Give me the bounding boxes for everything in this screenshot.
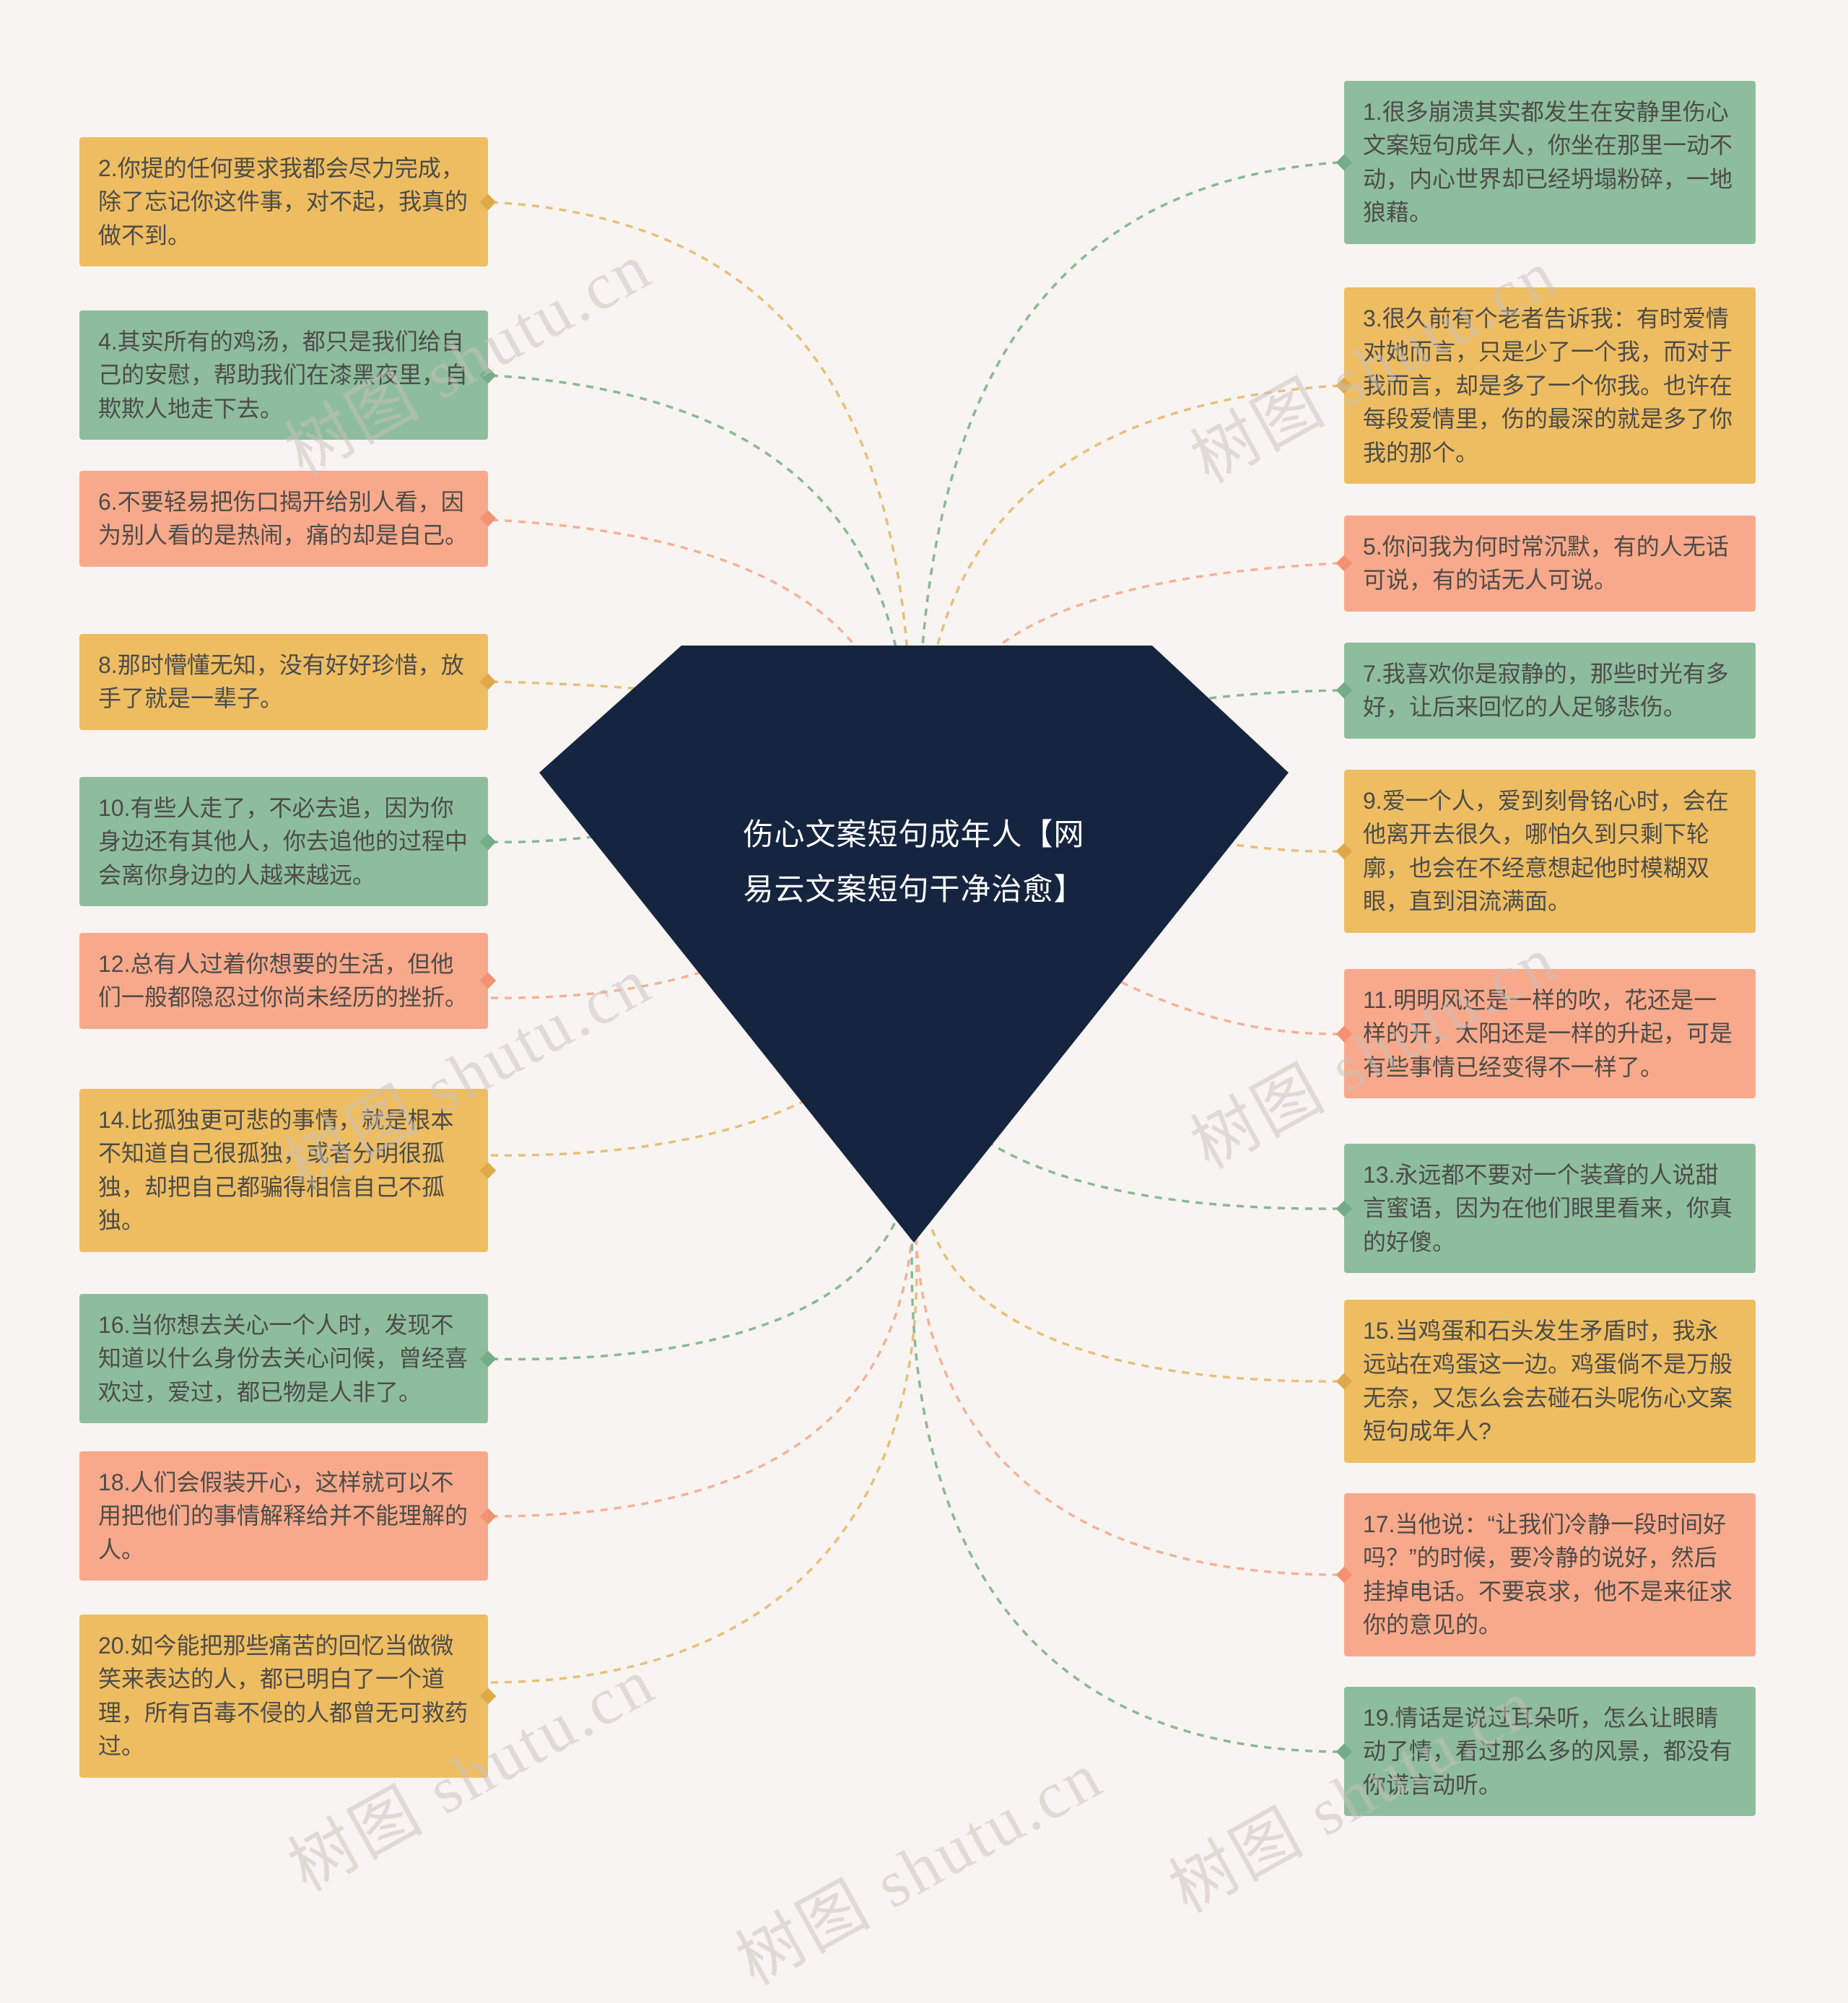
- node-5[interactable]: 5.你问我为何时常沉默，有的人无话可说，有的话无人可说。: [1335, 516, 1756, 612]
- node-text: 3.很久前有个老者告诉我：有时爱情对她而言，只是少了一个我，而对于我而言，却是多…: [1363, 305, 1733, 466]
- connector-lines-layer: [490, 161, 1341, 1753]
- node-text: 18.人们会假装开心，这样就可以不用把他们的事情解释给并不能理解的人。: [98, 1469, 468, 1563]
- node-14[interactable]: 14.比孤独更可悲的事情，就是根本不知道自己很孤独，或者分明很孤独，却把自己都骗…: [79, 1089, 497, 1252]
- node-2[interactable]: 2.你提的任何要求我都会尽力完成，除了忘记你这件事，对不起，我真的做不到。: [79, 137, 497, 267]
- node-7[interactable]: 7.我喜欢你是寂静的，那些时光有多好，让后来回忆的人足够悲伤。: [1335, 643, 1756, 739]
- node-18[interactable]: 18.人们会假装开心，这样就可以不用把他们的事情解释给并不能理解的人。: [79, 1451, 497, 1581]
- node-text: 9.爱一个人，爱到刻骨铭心时，会在他离开去很久，哪怕久到只剩下轮廓，也会在不经意…: [1363, 788, 1729, 915]
- connector-line-6: [490, 518, 904, 773]
- node-4[interactable]: 4.其实所有的鸡汤，都只是我们给自己的安慰，帮助我们在漆黑夜里，自欺欺人地走下去…: [79, 310, 497, 440]
- node-1[interactable]: 1.很多崩溃其实都发生在安静里伤心文案短句成年人，你坐在那里一动不动，内心世界却…: [1335, 81, 1756, 244]
- connector-line-15: [923, 1199, 1341, 1383]
- node-20[interactable]: 20.如今能把那些痛苦的回忆当做微笑来表达的人，都已明白了一个道理，所有百毒不侵…: [79, 1615, 497, 1778]
- connector-line-4: [490, 374, 910, 766]
- connector-line-9: [1032, 828, 1341, 853]
- node-16[interactable]: 16.当你想去关心一个人时，发现不知道以什么身份去关心问候，曾经喜欢过，爱过，都…: [79, 1294, 497, 1424]
- node-3[interactable]: 3.很久前有个老者告诉我：有时爱情对她而言，只是少了一个我，而对于我而言，却是多…: [1335, 287, 1756, 484]
- center-diamond-shape[interactable]: [539, 646, 1289, 1243]
- node-text: 15.当鸡蛋和石头发生矛盾时，我永远站在鸡蛋这一边。鸡蛋倘不是万般无奈，又怎么会…: [1363, 1318, 1733, 1445]
- connector-line-1: [917, 161, 1341, 766]
- mindmap-canvas: 伤心文案短句成年人【网易云文案短句干净治愈】 2.你提的任何要求我都会尽力完成，…: [79, 81, 1756, 1999]
- connector-line-20: [490, 1227, 918, 1684]
- connector-line-17: [914, 1214, 1341, 1576]
- node-text: 17.当他说：“让我们冷静一段时间好吗？”的时候，要冷静的说好，然后挂掉电话。不…: [1363, 1511, 1733, 1638]
- node-19[interactable]: 19.情话是说过耳朵听，怎么让眼睛动了情，看过那么多的风景，都没有你谎言动听。: [1335, 1687, 1756, 1817]
- node-10[interactable]: 10.有些人走了，不必去追，因为你身边还有其他人，你去追他的过程中会离你身边的人…: [79, 777, 497, 907]
- connector-line-2: [490, 201, 912, 766]
- node-9[interactable]: 9.爱一个人，爱到刻骨铭心时，会在他离开去很久，哪怕久到只剩下轮廓，也会在不经意…: [1335, 770, 1756, 933]
- node-text: 20.如今能把那些痛苦的回忆当做微笑来表达的人，都已明白了一个道理，所有百毒不侵…: [98, 1633, 468, 1760]
- node-text: 2.你提的任何要求我都会尽力完成，除了忘记你这件事，对不起，我真的做不到。: [98, 155, 468, 248]
- node-15[interactable]: 15.当鸡蛋和石头发生矛盾时，我永远站在鸡蛋这一边。鸡蛋倘不是万般无奈，又怎么会…: [1335, 1300, 1756, 1463]
- node-text: 6.不要轻易把伤口揭开给别人看，因为别人看的是热闹，痛的却是自己。: [98, 489, 468, 549]
- connector-line-13: [951, 1114, 1341, 1210]
- node-text: 10.有些人走了，不必去追，因为你身边还有其他人，你去追他的过程中会离你身边的人…: [98, 795, 468, 888]
- node-12[interactable]: 12.总有人过着你想要的生活，但他们一般都隐忍过你尚未经历的挫折。: [79, 933, 497, 1029]
- node-text: 8.那时懵懂无知，没有好好珍惜，放手了就是一辈子。: [98, 652, 464, 712]
- connector-line-18: [490, 1202, 915, 1518]
- node-text: 1.很多崩溃其实都发生在安静里伤心文案短句成年人，你坐在那里一动不动，内心世界却…: [1363, 99, 1733, 226]
- node-13[interactable]: 13.永远都不要对一个装聋的人说甜言蜜语，因为在他们眼里看来，你真的好傻。: [1335, 1144, 1756, 1274]
- center-topic[interactable]: 伤心文案短句成年人【网易云文案短句干净治愈】: [743, 817, 1085, 906]
- node-text: 7.我喜欢你是寂静的，那些时光有多好，让后来回忆的人足够悲伤。: [1363, 661, 1729, 721]
- node-text: 11.明明风还是一样的吹，花还是一样的开，太阳还是一样的升起，可是有些事情已经变…: [1363, 987, 1733, 1080]
- node-text: 5.你问我为何时常沉默，有的人无话可说，有的话无人可说。: [1363, 534, 1729, 594]
- node-text: 14.比孤独更可悲的事情，就是根本不知道自己很孤独，或者分明很孤独，却把自己都骗…: [98, 1107, 454, 1234]
- node-8[interactable]: 8.那时懵懂无知，没有好好珍惜，放手了就是一辈子。: [79, 634, 497, 730]
- node-text: 4.其实所有的鸡汤，都只是我们给自己的安慰，帮助我们在漆黑夜里，自欺欺人地走下去…: [98, 329, 468, 422]
- connector-line-19: [910, 1227, 1341, 1753]
- node-11[interactable]: 11.明明风还是一样的吹，花还是一样的开，太阳还是一样的升起，可是有些事情已经变…: [1335, 969, 1756, 1099]
- node-6[interactable]: 6.不要轻易把伤口揭开给别人看，因为别人看的是热闹，痛的却是自己。: [79, 471, 497, 567]
- node-text: 13.永远都不要对一个装聋的人说甜言蜜语，因为在他们眼里看来，你真的好傻。: [1363, 1162, 1733, 1255]
- connector-line-16: [490, 1173, 912, 1361]
- node-text: 19.情话是说过耳朵听，怎么让眼睛动了情，看过那么多的风景，都没有你谎言动听。: [1363, 1705, 1733, 1798]
- node-text: 16.当你想去关心一个人时，发现不知道以什么身份去关心问候，曾经喜欢过，爱过，都…: [98, 1312, 468, 1405]
- node-17[interactable]: 17.当他说：“让我们冷静一段时间好吗？”的时候，要冷静的说好，然后挂掉电话。不…: [1335, 1493, 1756, 1656]
- node-text: 12.总有人过着你想要的生活，但他们一般都隐忍过你尚未经历的挫折。: [98, 951, 468, 1011]
